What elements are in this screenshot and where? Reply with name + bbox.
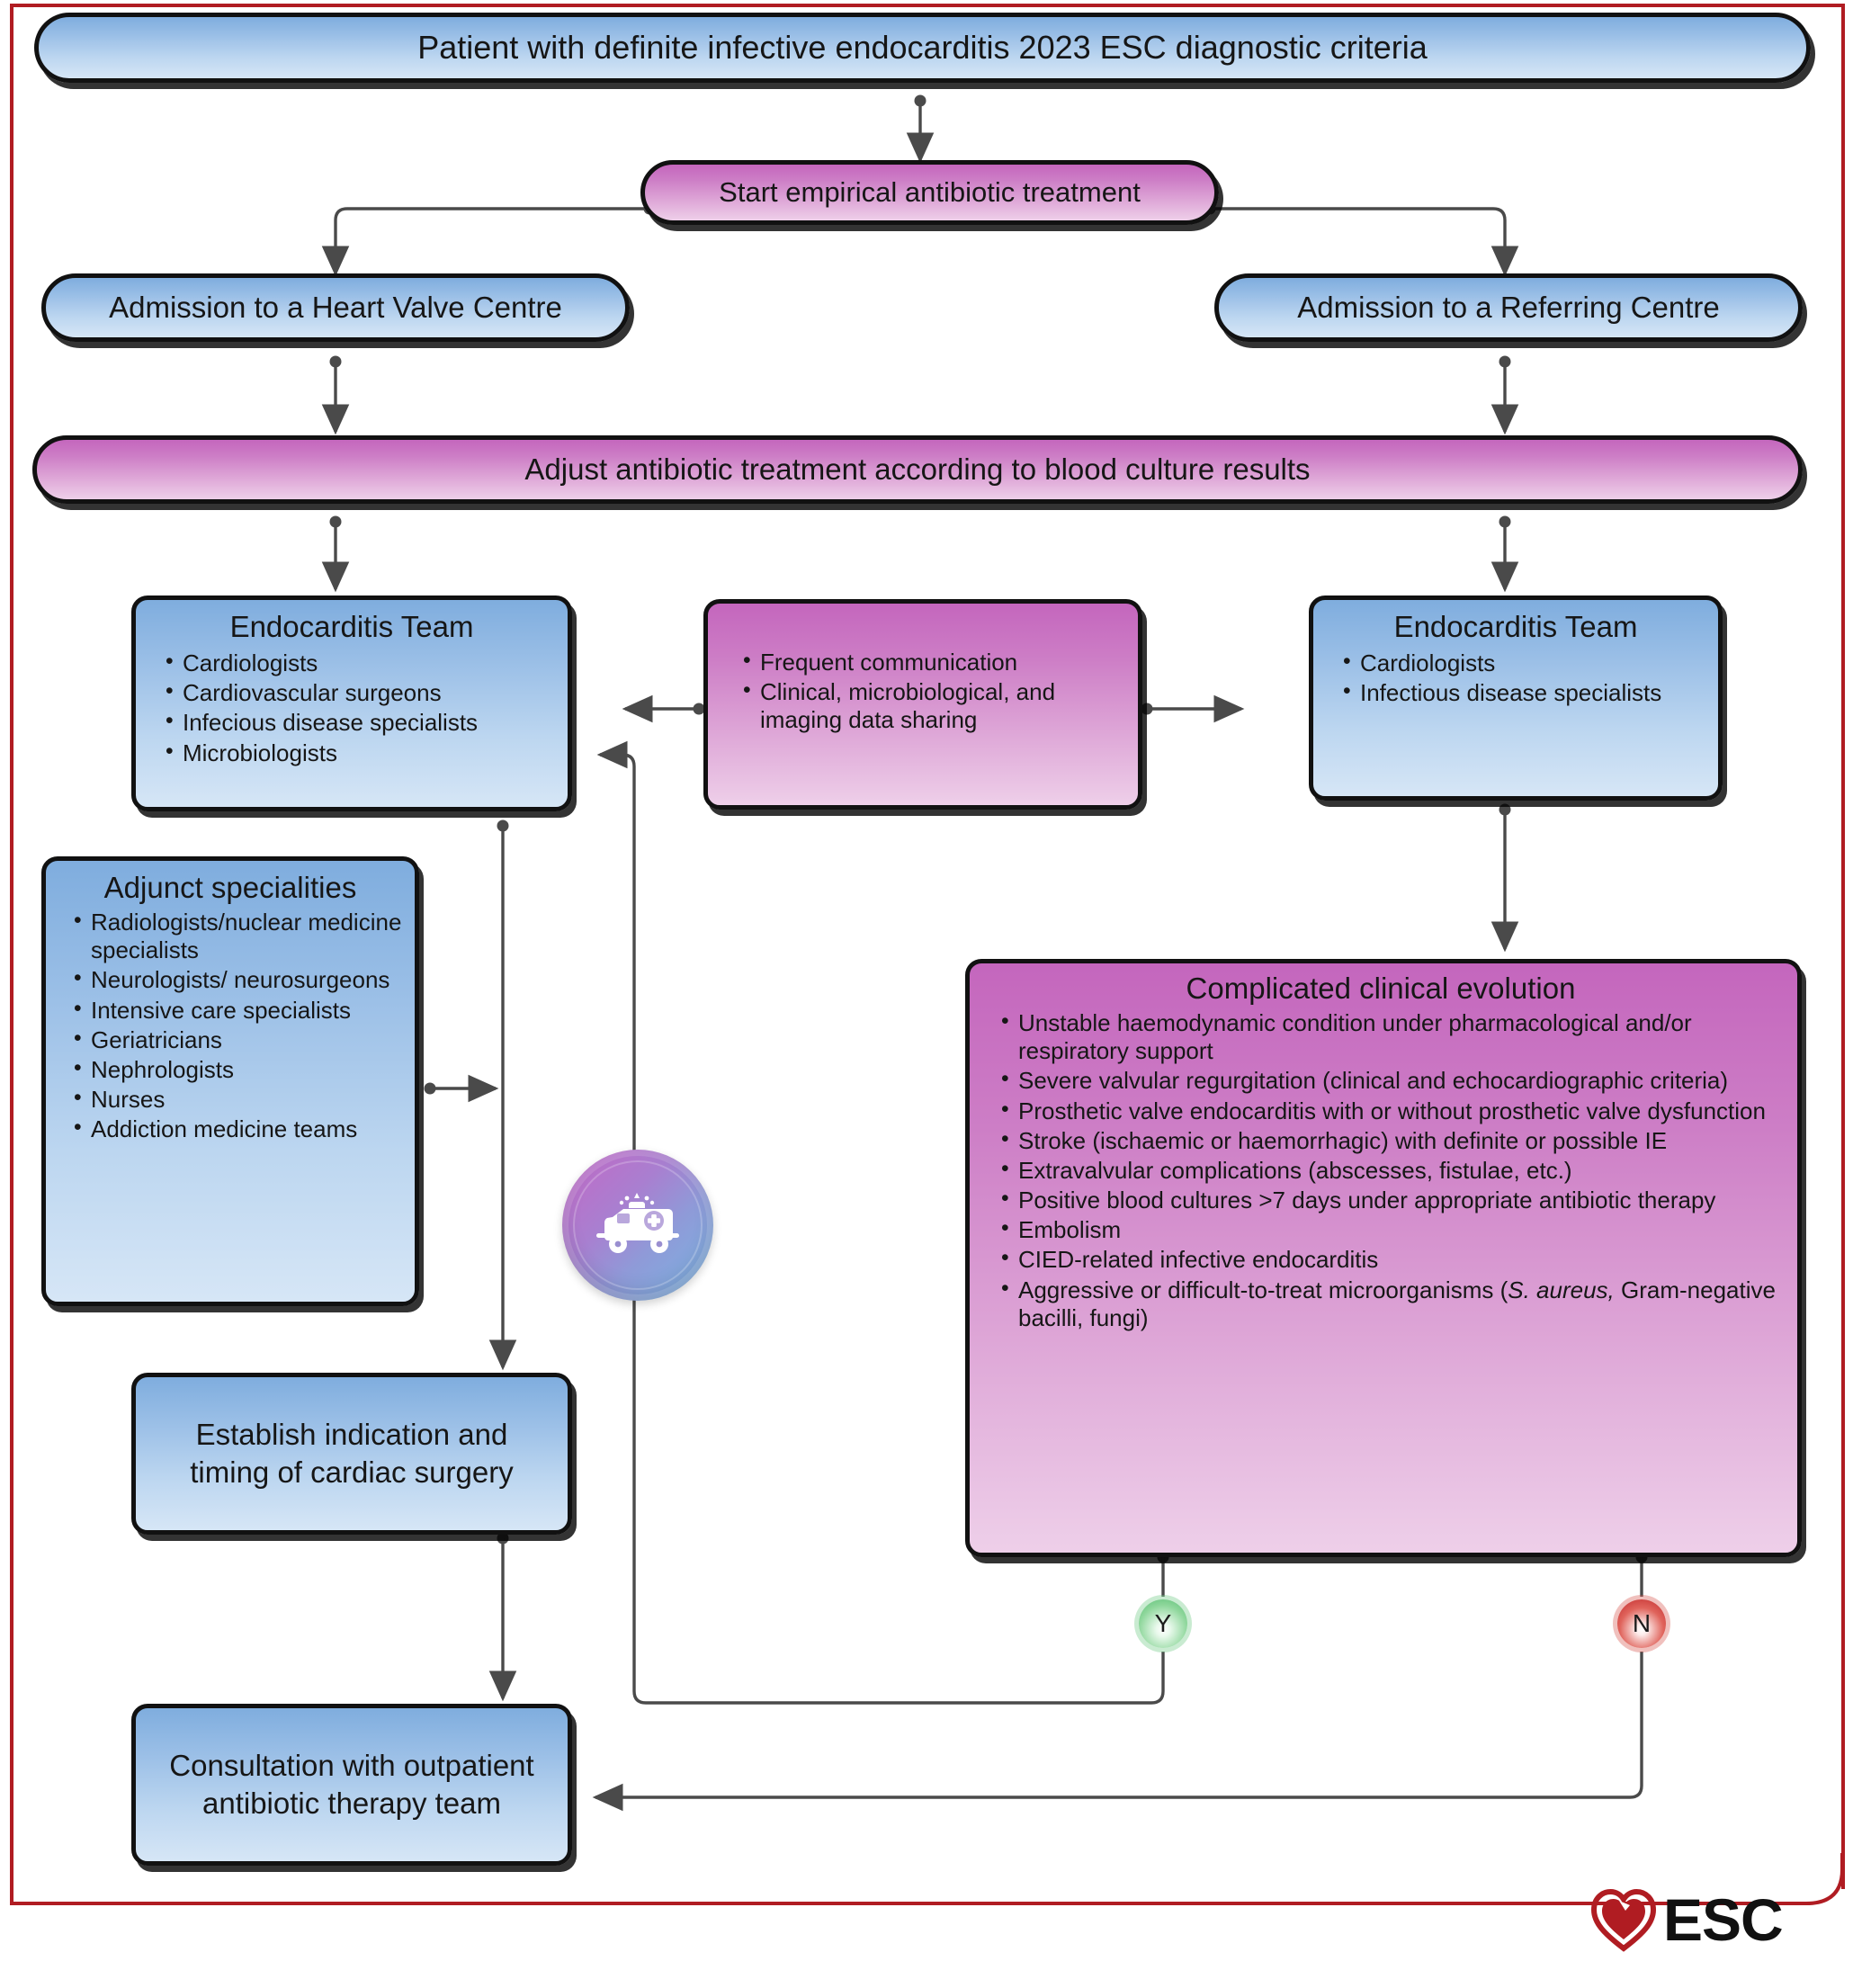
node-title: Endocarditis Team bbox=[229, 610, 474, 643]
ambulance-icon bbox=[562, 1150, 713, 1301]
list-item: Nurses bbox=[67, 1085, 402, 1114]
node-patient-definite-ie[interactable]: Patient with definite infective endocard… bbox=[34, 13, 1811, 83]
esc-logo: ESC bbox=[1589, 1885, 1784, 1954]
node-endocarditis-team-left[interactable]: Endocarditis Team Cardiologists Cardiova… bbox=[131, 596, 572, 811]
list-item: Extravalvular complications (abscesses, … bbox=[995, 1156, 1776, 1185]
list-item: Intensive care specialists bbox=[67, 996, 402, 1025]
list-item: Unstable haemodynamic condition under ph… bbox=[995, 1008, 1776, 1065]
list-item: Nephrologists bbox=[67, 1055, 402, 1084]
node-title: Endocarditis Team bbox=[1393, 610, 1638, 643]
node-label: Adjust antibiotic treatment according to… bbox=[524, 452, 1311, 486]
node-start-empirical-antibiotic[interactable]: Start empirical antibiotic treatment bbox=[640, 160, 1219, 225]
frame-border-left bbox=[10, 4, 13, 1902]
list-item: Prosthetic valve endocarditis with or wi… bbox=[995, 1097, 1776, 1125]
node-adjust-antibiotic-blood-culture[interactable]: Adjust antibiotic treatment according to… bbox=[32, 435, 1803, 504]
list-item: Cardiovascular surgeons bbox=[159, 678, 555, 707]
ambulance-icon-ring bbox=[573, 1160, 703, 1290]
node-adjunct-specialities[interactable]: Adjunct specialities Radiologists/nuclea… bbox=[41, 856, 419, 1306]
frame-border-bottom bbox=[10, 1902, 1714, 1905]
node-label: Start empirical antibiotic treatment bbox=[719, 175, 1141, 208]
node-admission-heart-valve-centre[interactable]: Admission to a Heart Valve Centre bbox=[41, 273, 630, 342]
list-item: Microbiologists bbox=[159, 739, 555, 767]
node-label: Admission to a Referring Centre bbox=[1297, 290, 1720, 324]
node-consultation-opat-team[interactable]: Consultation with outpatient antibiotic … bbox=[131, 1704, 572, 1866]
node-establish-indication-cardiac-surgery[interactable]: Establish indication and timing of cardi… bbox=[131, 1373, 572, 1535]
node-label: Consultation with outpatient antibiotic … bbox=[169, 1748, 534, 1820]
frame-border-hook bbox=[1700, 1853, 1844, 1905]
list-item: Geriatricians bbox=[67, 1025, 402, 1054]
node-title: Complicated clinical evolution bbox=[1186, 972, 1576, 1005]
list-item: Positive blood cultures >7 days under ap… bbox=[995, 1186, 1776, 1214]
list-item: Neurologists/ neurosurgeons bbox=[67, 965, 402, 994]
list-item: CIED-related infective endocarditis bbox=[995, 1245, 1776, 1274]
list-item: Aggressive or difficult-to-treat microor… bbox=[995, 1276, 1776, 1332]
esc-logo-text: ESC bbox=[1663, 1886, 1784, 1953]
team-left-list: Cardiologists Cardiovascular surgeons In… bbox=[148, 649, 555, 767]
frame-border-top bbox=[10, 4, 1845, 7]
node-frequent-communication[interactable]: Frequent communication Clinical, microbi… bbox=[703, 599, 1142, 810]
decision-no-label: N bbox=[1632, 1609, 1652, 1637]
decision-yes-label: Y bbox=[1154, 1609, 1172, 1637]
decision-yes-badge[interactable]: Y bbox=[1139, 1599, 1187, 1648]
node-label: Patient with definite infective endocard… bbox=[417, 29, 1428, 67]
complicated-list: Unstable haemodynamic condition under ph… bbox=[986, 1008, 1776, 1332]
list-item: Cardiologists bbox=[159, 649, 555, 677]
list-item: Addiction medicine teams bbox=[67, 1115, 402, 1143]
list-item: Stroke (ischaemic or haemorrhagic) with … bbox=[995, 1126, 1776, 1155]
node-admission-referring-centre[interactable]: Admission to a Referring Centre bbox=[1214, 273, 1803, 342]
node-title: Adjunct specialities bbox=[103, 871, 357, 904]
decision-no-badge[interactable]: N bbox=[1617, 1599, 1666, 1648]
node-label: Establish indication and timing of cardi… bbox=[190, 1417, 514, 1489]
esc-heart-icon bbox=[1590, 1888, 1657, 1952]
team-right-list: Cardiologists Infectious disease special… bbox=[1326, 649, 1705, 707]
node-label: Admission to a Heart Valve Centre bbox=[109, 290, 562, 324]
node-complicated-clinical-evolution[interactable]: Complicated clinical evolution Unstable … bbox=[965, 959, 1802, 1557]
communication-list: Frequent communication Clinical, microbi… bbox=[724, 627, 1122, 735]
list-item: Cardiologists bbox=[1337, 649, 1705, 677]
list-item: Clinical, microbiological, and imaging d… bbox=[737, 677, 1122, 734]
list-item: Embolism bbox=[995, 1215, 1776, 1244]
frame-border-right bbox=[1841, 4, 1845, 1889]
adjunct-list: Radiologists/nuclear medicine specialist… bbox=[58, 908, 402, 1144]
list-item: Frequent communication bbox=[737, 648, 1122, 676]
list-item: Severe valvular regurgitation (clinical … bbox=[995, 1066, 1776, 1095]
list-item: Radiologists/nuclear medicine specialist… bbox=[67, 908, 402, 964]
node-endocarditis-team-right[interactable]: Endocarditis Team Cardiologists Infectio… bbox=[1309, 596, 1723, 801]
list-item: Infecious disease specialists bbox=[159, 708, 555, 737]
list-item: Infectious disease specialists bbox=[1337, 678, 1705, 707]
